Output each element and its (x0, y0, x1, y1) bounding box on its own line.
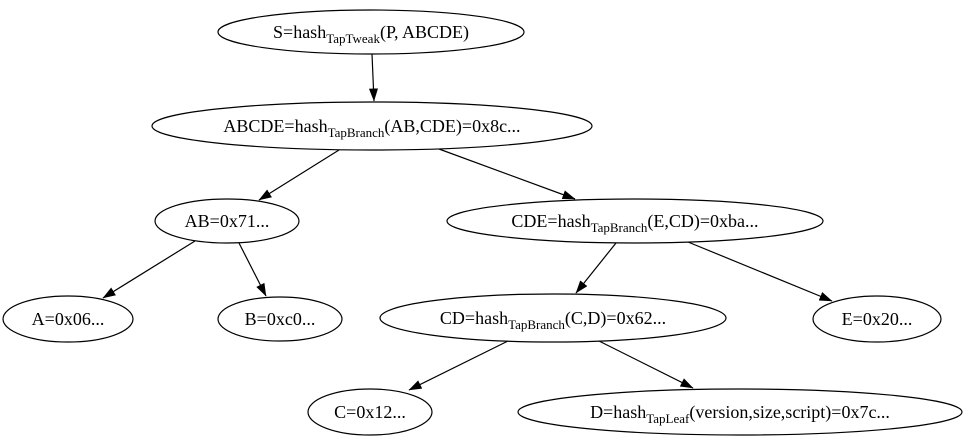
label-part: ABCDE=hash (223, 116, 327, 136)
node-b-label: B=0xc0... (245, 309, 316, 329)
label-subscript: TapBranch (591, 220, 648, 235)
label-part: (version,size,script)=0x7c... (689, 402, 890, 423)
label-part: C=0x12... (334, 402, 406, 422)
label-part: CD=hash (440, 308, 508, 328)
label-part: A=0x06... (32, 309, 105, 329)
edge-cd-d (598, 340, 694, 389)
node-cde: CDE=hashTapBranch(E,CD)=0xba... (446, 198, 824, 244)
node-abcde: ABCDE=hashTapBranch(AB,CDE)=0x8c... (151, 101, 593, 151)
node-b: B=0xc0... (217, 296, 343, 342)
label-part: AB=0x71... (185, 211, 270, 231)
label-part: B=0xc0... (245, 309, 316, 329)
node-e: E=0x20... (812, 295, 942, 343)
label-part: (E,CD)=0xba... (647, 211, 758, 232)
node-a-label: A=0x06... (32, 309, 105, 329)
node-abcde-ellipse (151, 101, 593, 151)
node-c-ellipse (307, 388, 433, 436)
edge-abcde-cde (438, 148, 576, 200)
node-cde-label: CDE=hashTapBranch(E,CD)=0xba... (511, 211, 758, 235)
edges (102, 53, 833, 391)
edge-abcde-ab (258, 149, 340, 201)
node-b-ellipse (217, 296, 343, 342)
node-d: D=hashTapLeaf(version,size,script)=0x7c.… (517, 388, 963, 436)
node-c: C=0x12... (307, 388, 433, 436)
node-s-ellipse (217, 9, 525, 55)
edge-cde-e (687, 241, 833, 302)
label-part: (P, ABCDE) (380, 22, 469, 43)
label-subscript: TapTweak (326, 31, 380, 46)
node-ab: AB=0x71... (154, 198, 300, 244)
edge-ab-b (238, 242, 267, 297)
node-a-ellipse (2, 295, 134, 343)
node-d-label: D=hashTapLeaf(version,size,script)=0x7c.… (590, 402, 890, 426)
label-part: CDE=hash (511, 211, 590, 231)
edge-s-abcde (368, 53, 379, 102)
label-part: D=hash (590, 402, 646, 422)
label-subscript: TapLeaf (646, 411, 690, 426)
node-cd-label: CD=hashTapBranch(C,D)=0x62... (440, 308, 666, 332)
node-e-ellipse (812, 295, 942, 343)
label-part: S=hash (273, 22, 326, 42)
label-part: (AB,CDE)=0x8c... (384, 116, 520, 137)
node-cd-ellipse (379, 293, 727, 343)
label-subscript: TapBranch (328, 125, 385, 140)
node-abcde-label: ABCDE=hashTapBranch(AB,CDE)=0x8c... (223, 116, 520, 140)
edge-ab-a (102, 240, 196, 299)
node-d-ellipse (517, 388, 963, 436)
label-part: E=0x20... (842, 309, 913, 329)
node-ab-label: AB=0x71... (185, 211, 270, 231)
node-ab-ellipse (154, 198, 300, 244)
node-e-label: E=0x20... (842, 309, 913, 329)
node-cde-ellipse (446, 198, 824, 244)
label-part: (C,D)=0x62... (565, 308, 666, 329)
edge-cd-c (408, 340, 509, 391)
node-a: A=0x06... (2, 295, 134, 343)
node-s-label: S=hashTapTweak(P, ABCDE) (273, 22, 469, 46)
label-subscript: TapBranch (508, 317, 565, 332)
node-c-label: C=0x12... (334, 402, 406, 422)
node-cd: CD=hashTapBranch(C,D)=0x62... (379, 293, 727, 343)
edge-cde-cd (575, 242, 617, 294)
node-s: S=hashTapTweak(P, ABCDE) (217, 9, 525, 55)
